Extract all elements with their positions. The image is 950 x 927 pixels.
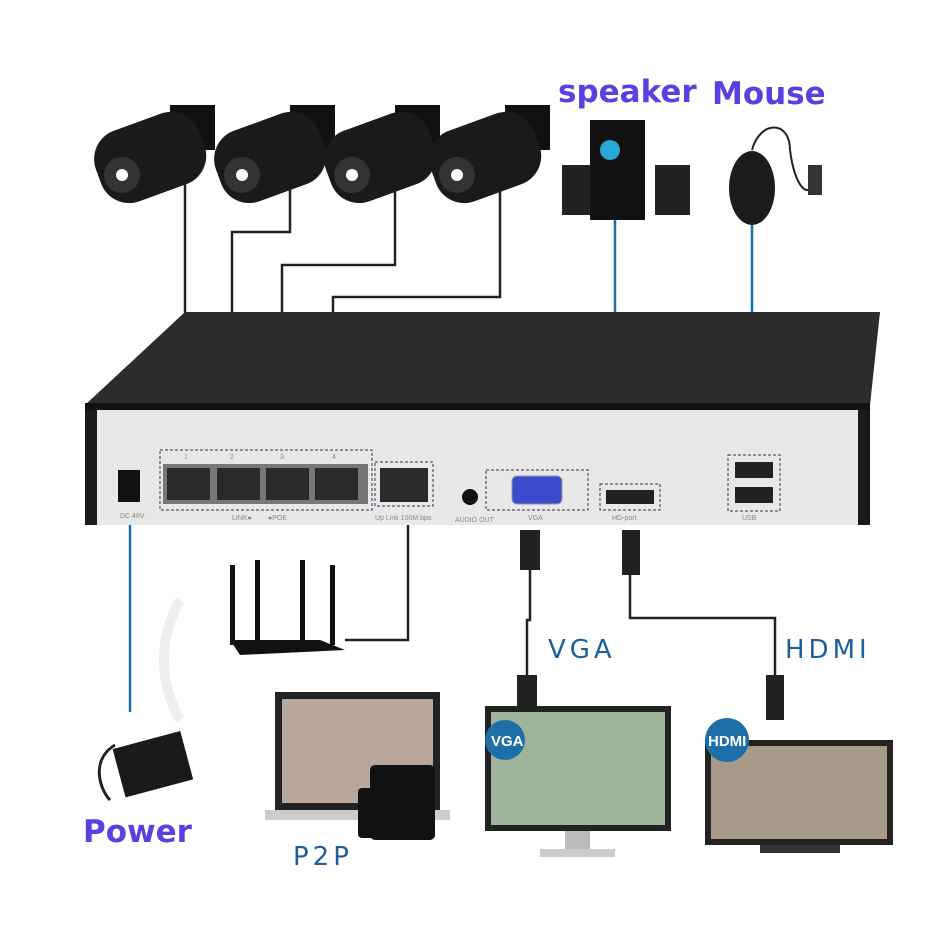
hdmi-connector-icon (766, 675, 784, 720)
audio-out-label: AUDIO OUT (455, 517, 495, 524)
poe-label: ●POE (268, 515, 287, 522)
hdmi-tv-icon: HDMI (705, 718, 893, 853)
speaker-icon (562, 120, 690, 220)
speaker-label: speaker (558, 74, 697, 110)
hdmi-port (606, 490, 654, 504)
hd-port-label: HD-port (612, 515, 637, 522)
vga-cable-label: VGA (548, 635, 616, 665)
power-label: Power (83, 814, 193, 850)
poe-ports (167, 468, 358, 500)
hdmi-cable-label: HDMI (785, 635, 871, 665)
usb-port-2 (735, 487, 773, 503)
dc-label: DC 48V (120, 513, 145, 520)
vga-monitor-icon: VGA (485, 706, 671, 857)
camera-3-icon (324, 105, 440, 204)
port-2-label: 2 (230, 454, 234, 461)
hdmi-connector-icon (622, 530, 640, 575)
link-label: LINK● (232, 515, 252, 522)
uplink-label: Up Link 100M bps (375, 515, 432, 522)
usb-port-1 (735, 462, 773, 478)
mouse-label: Mouse (712, 76, 826, 112)
camera-1-icon (94, 105, 215, 204)
port-4-label: 4 (332, 454, 336, 461)
vga-connector-icon (517, 675, 537, 713)
usb-label: USB (742, 515, 757, 522)
hdmi-badge: HDMI (708, 733, 746, 750)
router-icon (158, 560, 345, 723)
port-1-label: 1 (184, 454, 188, 461)
p2p-devices-icon (265, 692, 450, 840)
p2p-label: P2P (293, 842, 353, 872)
vga-connector-icon (520, 530, 540, 570)
vga-port (511, 475, 563, 505)
dc-power-port (118, 470, 140, 502)
port-3-label: 3 (280, 454, 284, 461)
power-adapter-icon (97, 731, 194, 802)
vga-port-label: VGA (528, 515, 543, 522)
uplink-port (380, 468, 428, 502)
mouse-icon (729, 126, 822, 225)
vga-badge: VGA (491, 733, 524, 750)
nvr-recorder: DC 48V 1 2 3 4 LINK● ●POE Up Link 100M b… (85, 312, 880, 525)
camera-group (94, 105, 550, 204)
camera-4-icon (429, 105, 550, 204)
audio-out-port (462, 489, 478, 505)
camera-2-icon (214, 105, 335, 204)
